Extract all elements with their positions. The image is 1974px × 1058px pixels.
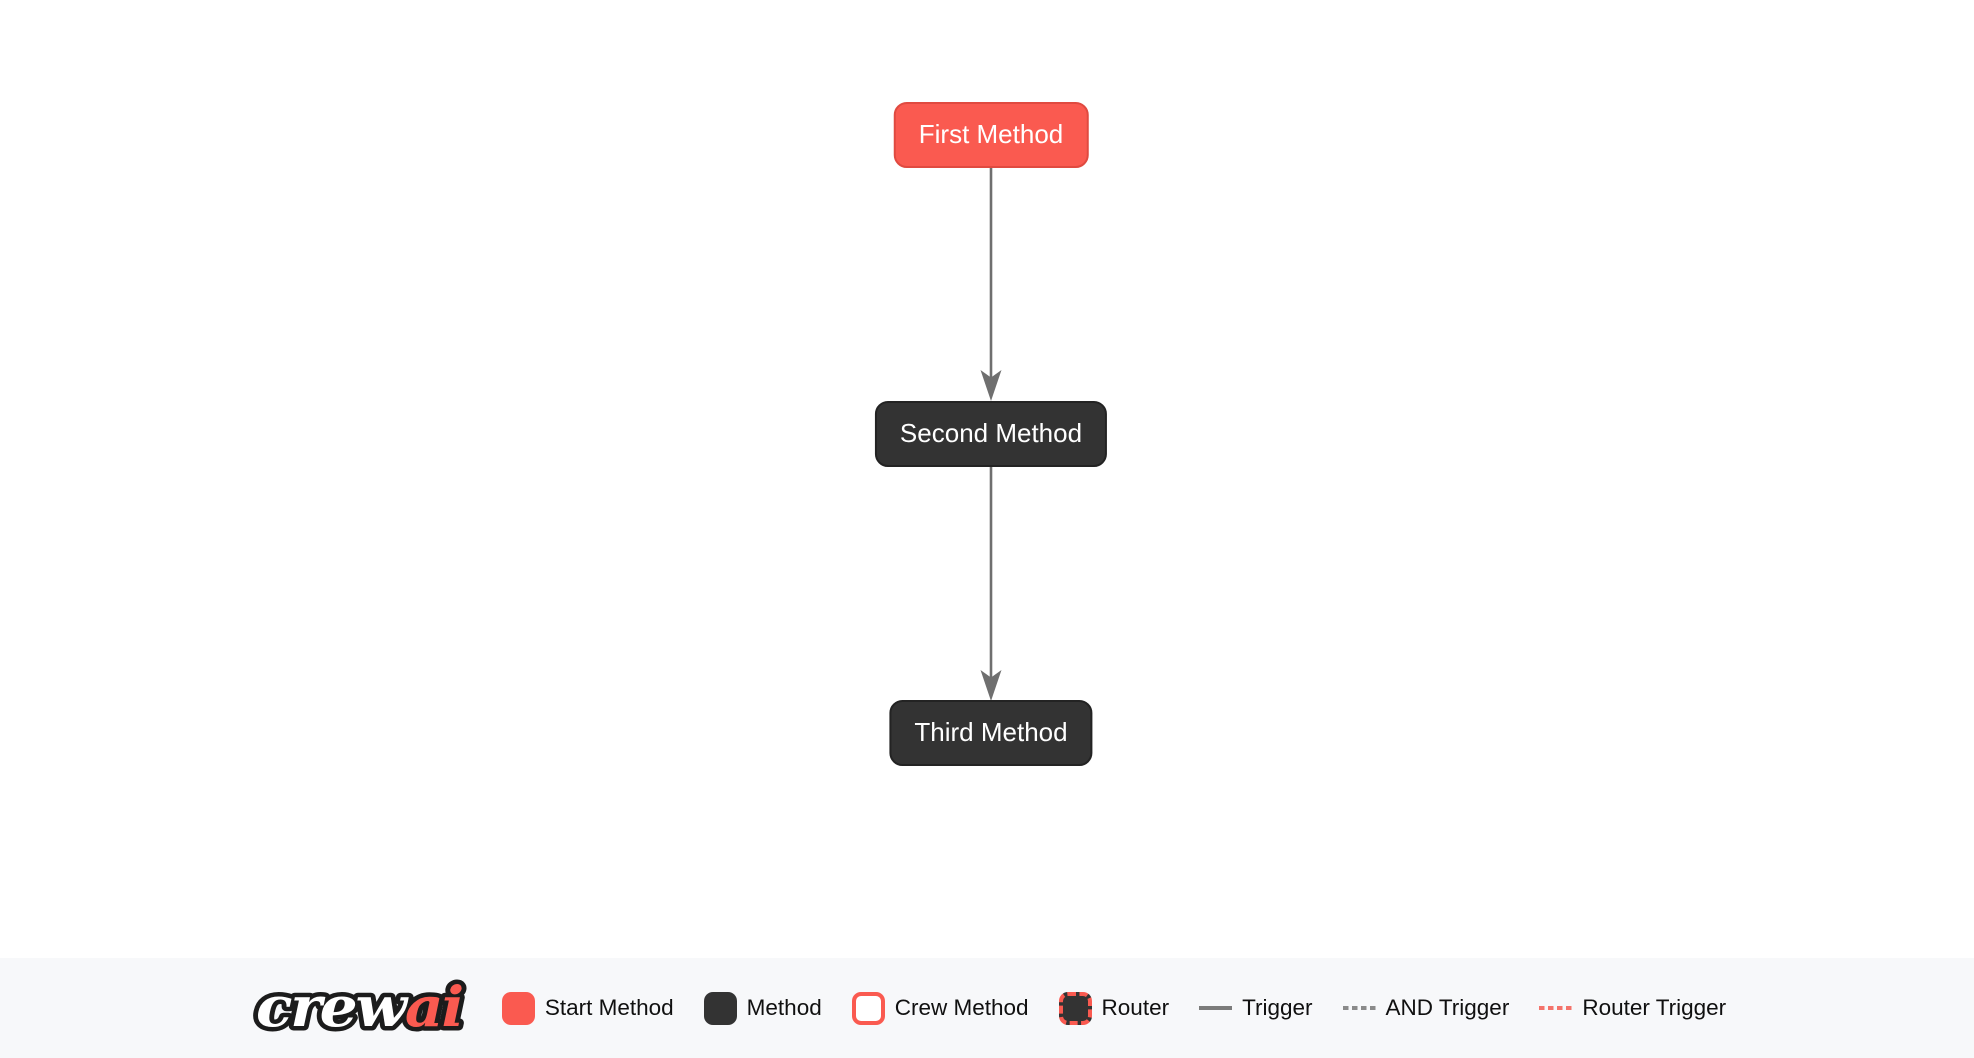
legend-item-crew-method: Crew Method xyxy=(851,991,1029,1025)
crew-method-swatch-icon xyxy=(851,991,885,1025)
router-swatch-icon xyxy=(1058,991,1092,1025)
legend-label-crew-method: Crew Method xyxy=(894,995,1029,1020)
router-trigger-line-icon xyxy=(1539,1006,1573,1010)
legend-label-router-trigger: Router Trigger xyxy=(1582,995,1727,1020)
legend-label-and-trigger: AND Trigger xyxy=(1385,995,1510,1020)
legend-item-method: Method xyxy=(703,991,822,1025)
and-trigger-line-icon xyxy=(1342,1006,1376,1010)
legend-item-router: Router xyxy=(1058,991,1170,1025)
legend-label-method: Method xyxy=(746,995,822,1020)
flow-graph-canvas[interactable]: First Method Second Method Third Method xyxy=(0,0,1974,958)
legend-item-start-method: Start Method xyxy=(501,991,674,1025)
start-method-swatch-icon xyxy=(501,991,535,1025)
legend-items: Start Method Method Crew Method Router T xyxy=(501,991,1726,1025)
legend-item-trigger: Trigger xyxy=(1199,995,1313,1021)
edge-trigger-first-to-second xyxy=(980,166,1002,401)
legend-label-trigger: Trigger xyxy=(1242,995,1313,1020)
edge-trigger-second-to-third xyxy=(980,466,1002,701)
legend-item-router-trigger: Router Trigger xyxy=(1539,995,1726,1021)
node-second-method[interactable]: Second Method xyxy=(874,401,1108,467)
trigger-line-icon xyxy=(1199,1006,1233,1010)
node-first-method[interactable]: First Method xyxy=(893,102,1089,168)
legend-label-start-method: Start Method xyxy=(544,995,674,1020)
node-third-method[interactable]: Third Method xyxy=(889,700,1093,766)
legend-label-router: Router xyxy=(1101,995,1170,1020)
legend-item-and-trigger: AND Trigger xyxy=(1342,995,1510,1021)
method-swatch-icon xyxy=(703,991,737,1025)
